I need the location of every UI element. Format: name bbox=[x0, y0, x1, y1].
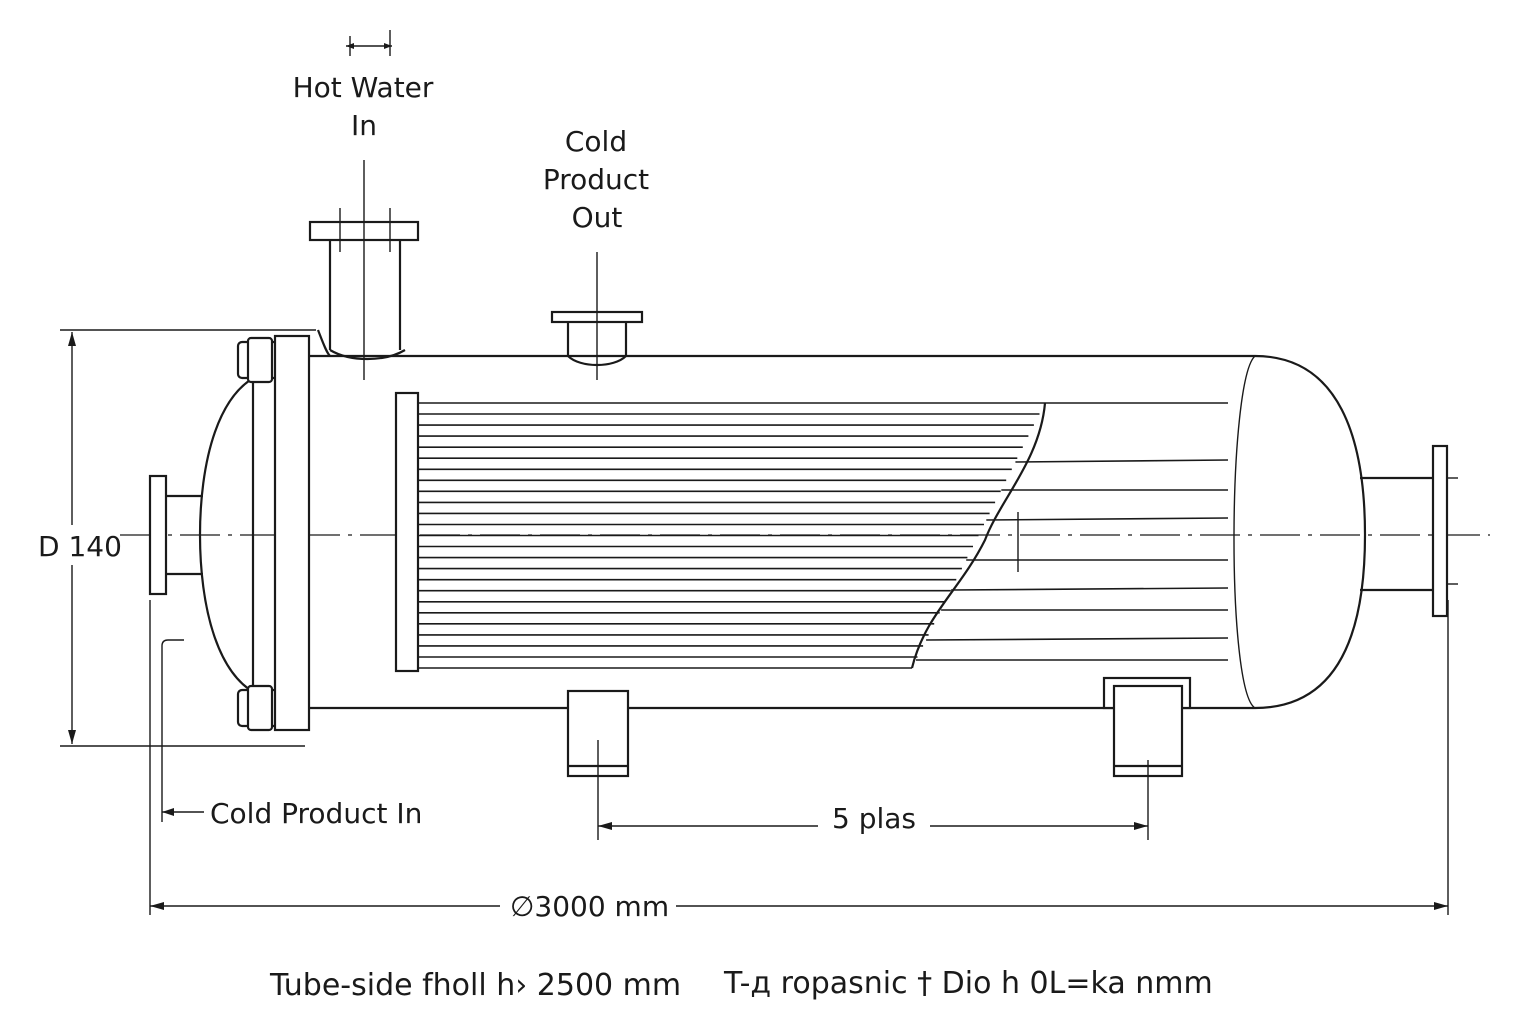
cold-product-outlet-nozzle bbox=[550, 252, 644, 380]
cold-product-out-label-line2: Product bbox=[543, 163, 649, 196]
cold-product-out-label-line1: Cold bbox=[565, 125, 627, 158]
caption-left: Tube-side fholl h› 2500 mm bbox=[269, 968, 681, 1003]
diameter-label: D 140 bbox=[38, 530, 122, 563]
cutaway-break-line bbox=[910, 402, 1047, 669]
support-spacing-dimension bbox=[598, 822, 1148, 830]
tube bbox=[926, 637, 1229, 641]
tube bbox=[951, 587, 1229, 591]
tube bbox=[986, 517, 1229, 521]
main-flange bbox=[273, 334, 311, 732]
saddle-support-left bbox=[566, 689, 630, 840]
top-small-dimension bbox=[346, 30, 392, 56]
diameter-dimension bbox=[60, 329, 316, 747]
hot-water-inlet-nozzle bbox=[308, 160, 420, 380]
saddle-support-right bbox=[1102, 676, 1192, 840]
cold-product-in-leader bbox=[161, 639, 204, 822]
flange-bolts bbox=[236, 336, 280, 732]
cold-product-in-label: Cold Product In bbox=[210, 797, 422, 830]
left-inlet-nozzle bbox=[148, 474, 203, 596]
hot-water-in-label-line1: Hot Water bbox=[293, 71, 434, 104]
right-outlet-nozzle bbox=[1360, 444, 1458, 618]
support-spacing-label: 5 plas bbox=[832, 802, 916, 835]
shell bbox=[309, 354, 1367, 710]
hot-water-in-label-line2: In bbox=[351, 109, 377, 142]
left-channel-head bbox=[198, 368, 276, 702]
caption-right: T-д ropasnic † Dio h 0L=ka nmm bbox=[723, 966, 1213, 1001]
cold-product-out-label-line3: Out bbox=[572, 201, 623, 234]
tube bbox=[1015, 459, 1229, 463]
overall-length-dimension bbox=[149, 600, 1449, 915]
tube-sheet bbox=[394, 391, 420, 673]
overall-length-label: ∅3000 mm bbox=[510, 890, 669, 923]
tube-bundle bbox=[418, 402, 1229, 669]
